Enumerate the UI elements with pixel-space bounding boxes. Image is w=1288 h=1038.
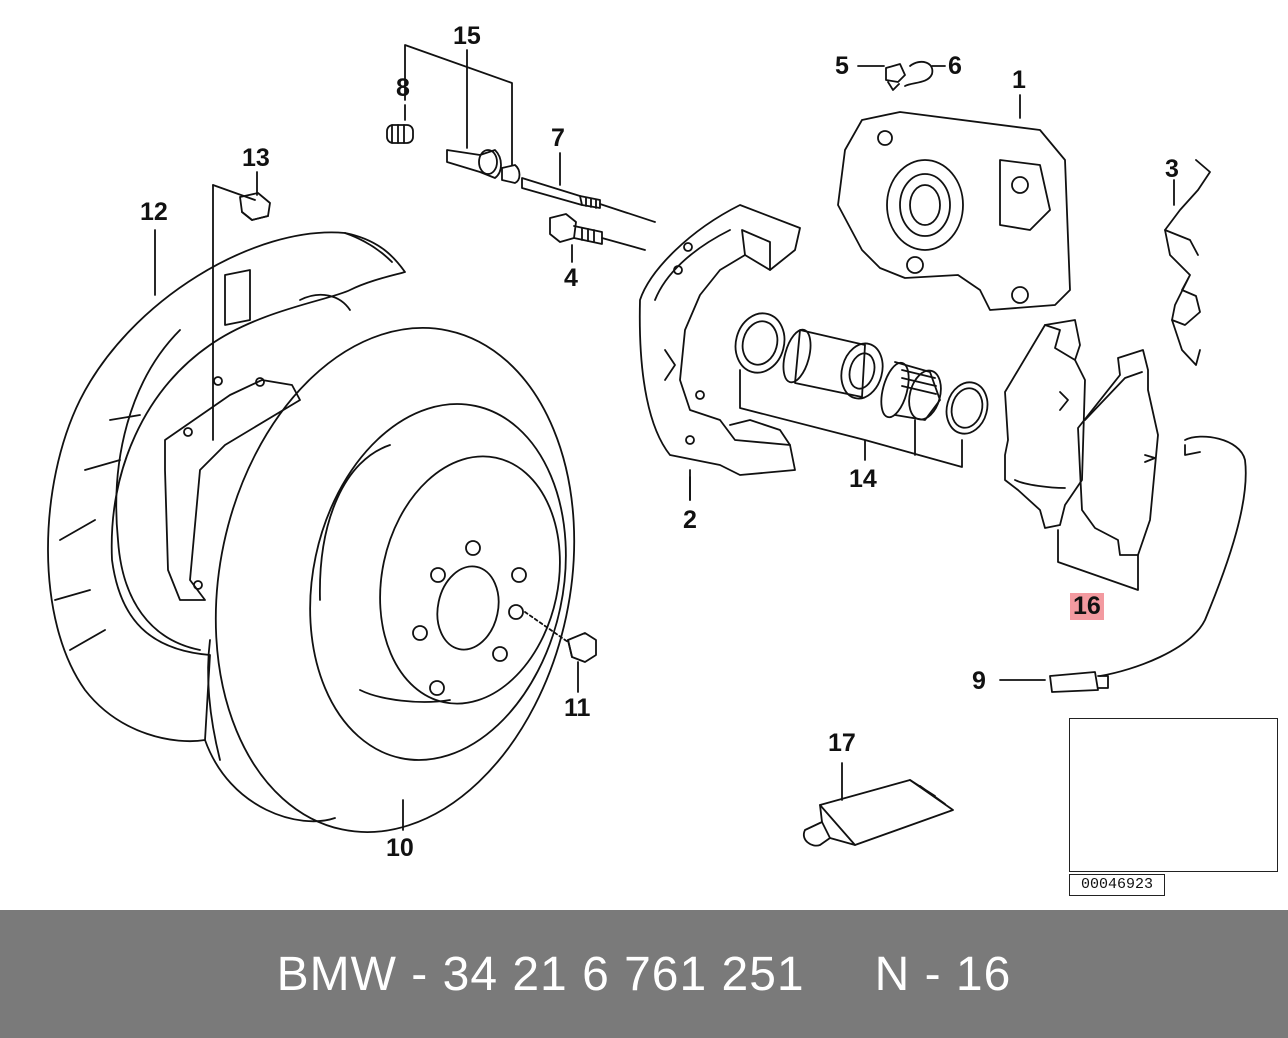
brake-pad-inner-part [1004,319,1086,529]
dust-shield-part [47,231,406,743]
callout-4: 4 [564,264,578,292]
spring-clip-part [1164,159,1211,366]
callout-7: 7 [551,124,565,152]
callout-11: 11 [564,694,591,722]
callout-10: 10 [386,834,414,862]
guide-sleeve-15-part [446,149,521,184]
callout-2: 2 [683,506,697,534]
callout-17: 17 [828,729,856,757]
guide-pin-7-part [521,177,656,223]
callout-8: 8 [396,74,410,102]
callout-9: 9 [972,667,986,695]
callout-14: 14 [849,465,877,493]
piston-part [782,328,884,400]
bracket-14 [739,369,963,468]
seal-ring-part [945,381,989,435]
callout-6: 6 [948,52,962,80]
callout-15: 15 [453,22,481,50]
part-number-footer: BMW - 34 21 6 761 251 N - 16 [0,910,1288,1038]
brake-pad-outer-part [1077,349,1159,556]
bleeder-screw-part [857,63,906,91]
wheel-bolt-part [524,611,597,663]
callout-1: 1 [1012,66,1026,94]
bracket-16 [1057,529,1139,591]
caliper-part [837,94,1071,311]
callout-3: 3 [1165,155,1179,183]
reference-car-frame [1069,718,1278,872]
brake-disc-part [204,327,576,833]
diagram-reference-code: 00046923 [1069,874,1165,896]
wear-sensor-part [999,435,1247,693]
dust-cap-part [904,60,946,87]
grease-tube-part [802,762,954,847]
cap-8-part [386,124,414,144]
callout-12: 12 [140,198,168,226]
callout-13: 13 [242,144,270,172]
position-text: N - 16 [874,947,1012,1001]
part-number-text: BMW - 34 21 6 761 251 [276,947,805,1001]
callout-16-highlighted: 16 [1070,593,1104,620]
piston-seal-part [734,312,786,374]
guide-bolt-13-part [239,192,271,221]
caliper-carrier-part [638,204,801,501]
callout-5: 5 [835,52,849,80]
bolt-4-part [549,213,646,251]
dust-boot-part [880,361,942,421]
